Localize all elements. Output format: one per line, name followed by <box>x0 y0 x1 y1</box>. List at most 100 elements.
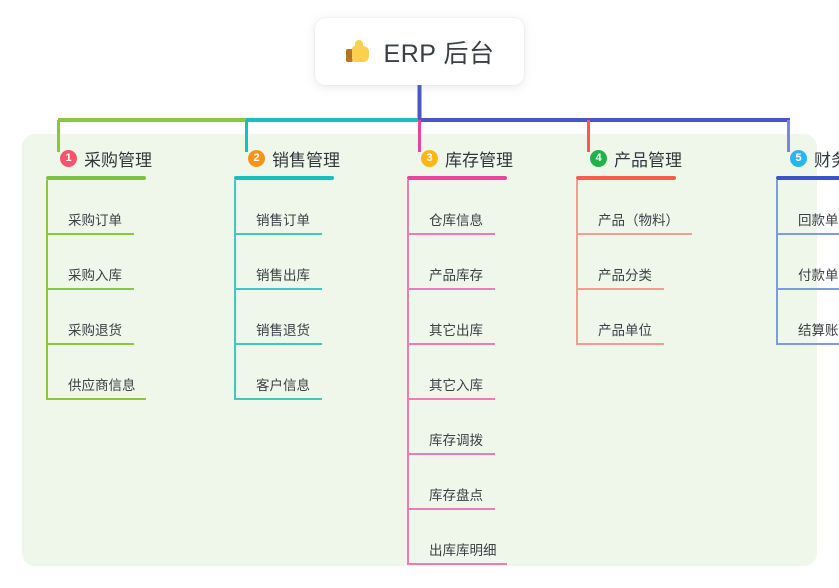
leaf-label: 销售订单 <box>256 213 310 228</box>
branches-panel <box>22 134 817 566</box>
leaf-label: 采购退货 <box>68 323 122 338</box>
leaf-label: 供应商信息 <box>68 378 136 393</box>
leaf-label: 回款单 <box>798 213 839 228</box>
branch-title: 财务管理 <box>814 150 839 170</box>
leaf-rule <box>407 343 495 345</box>
branch-title: 库存管理 <box>445 150 513 170</box>
thumbs-up-icon <box>345 38 373 66</box>
branch-leaf-list: 采购订单采购入库采购退货供应商信息 <box>46 180 152 400</box>
branch-leaf-list: 回款单付款单结算账户 <box>776 180 839 345</box>
branch-header-rule <box>46 176 146 180</box>
branch-leaf-list: 产品（物料） 产品分类产品单位 <box>576 180 692 345</box>
leaf-label: 产品（物料） <box>598 213 679 228</box>
leaf-node[interactable]: 销售退货 <box>234 290 340 345</box>
leaf-label: 结算账户 <box>798 323 839 338</box>
leaf-rule <box>234 233 322 235</box>
leaf-node[interactable]: 产品分类 <box>576 235 682 290</box>
branch-spine <box>776 180 778 345</box>
branch-header-4[interactable]: 4 产品管理 <box>576 146 682 170</box>
leaf-node[interactable]: 出库库明细 <box>407 510 513 565</box>
branch-header-5[interactable]: 5 财务管理 <box>776 146 839 170</box>
leaf-label: 库存调拨 <box>429 433 483 448</box>
branch-number-badge: 3 <box>421 149 438 167</box>
leaf-rule <box>576 343 664 345</box>
branch-header-rule <box>234 176 334 180</box>
leaf-node[interactable]: 销售订单 <box>234 180 340 235</box>
leaf-label: 库存盘点 <box>429 488 483 503</box>
leaf-rule <box>234 398 322 400</box>
branch-header-rule <box>776 176 839 180</box>
leaf-label: 采购订单 <box>68 213 122 228</box>
leaf-node[interactable]: 采购订单 <box>46 180 152 235</box>
leaf-rule <box>776 288 839 290</box>
branch-header-rule <box>407 176 507 180</box>
leaf-node[interactable]: 回款单 <box>776 180 839 235</box>
branch-number-badge: 5 <box>790 149 807 167</box>
leaf-rule <box>776 343 839 345</box>
leaf-rule <box>407 398 495 400</box>
leaf-node[interactable]: 客户信息 <box>234 345 340 400</box>
branch-spine <box>234 180 236 400</box>
leaf-node[interactable]: 库存盘点 <box>407 455 513 510</box>
leaf-node[interactable]: 库存调拨 <box>407 400 513 455</box>
branch-number-badge: 4 <box>590 149 607 167</box>
branch-column-1: 1 采购管理采购订单采购入库采购退货供应商信息 <box>46 146 152 400</box>
leaf-label: 出库库明细 <box>429 543 497 558</box>
branch-number-badge: 1 <box>60 149 77 167</box>
branch-leaf-list: 仓库信息产品库存其它出库其它入库库存调拨库存盘点出库库明细 <box>407 180 513 565</box>
branch-header-2[interactable]: 2 销售管理 <box>234 146 340 170</box>
leaf-rule <box>776 233 839 235</box>
leaf-label: 销售退货 <box>256 323 310 338</box>
branch-spine <box>46 180 48 400</box>
leaf-node[interactable]: 采购入库 <box>46 235 152 290</box>
leaf-node[interactable]: 结算账户 <box>776 290 839 345</box>
leaf-label: 付款单 <box>798 268 839 283</box>
branch-spine <box>576 180 578 345</box>
root-node[interactable]: ERP 后台 <box>315 18 524 85</box>
branch-column-3: 3 库存管理仓库信息产品库存其它出库其它入库库存调拨库存盘点出库库明细 <box>407 146 513 565</box>
branch-column-5: 5 财务管理回款单付款单结算账户 <box>776 146 839 345</box>
leaf-label: 产品分类 <box>598 268 652 283</box>
leaf-label: 产品单位 <box>598 323 652 338</box>
leaf-label: 采购入库 <box>68 268 122 283</box>
leaf-label: 其它出库 <box>429 323 483 338</box>
leaf-rule <box>234 343 322 345</box>
root-title: ERP 后台 <box>383 39 495 68</box>
leaf-rule <box>407 233 495 235</box>
leaf-label: 其它入库 <box>429 378 483 393</box>
leaf-rule <box>407 453 495 455</box>
branch-header-1[interactable]: 1 采购管理 <box>46 146 152 170</box>
leaf-label: 仓库信息 <box>429 213 483 228</box>
leaf-rule <box>46 288 134 290</box>
leaf-rule <box>46 343 134 345</box>
branch-number-badge: 2 <box>248 149 265 167</box>
leaf-rule <box>234 288 322 290</box>
leaf-label: 销售出库 <box>256 268 310 283</box>
leaf-node[interactable]: 销售出库 <box>234 235 340 290</box>
branch-header-3[interactable]: 3 库存管理 <box>407 146 513 170</box>
leaf-node[interactable]: 其它入库 <box>407 345 513 400</box>
leaf-rule <box>46 398 146 400</box>
branch-spine <box>407 180 409 565</box>
branch-title: 产品管理 <box>614 150 682 170</box>
leaf-node[interactable]: 付款单 <box>776 235 839 290</box>
leaf-rule <box>576 288 664 290</box>
leaf-node[interactable]: 仓库信息 <box>407 180 513 235</box>
leaf-node[interactable]: 产品库存 <box>407 235 513 290</box>
branch-title: 采购管理 <box>84 150 152 170</box>
leaf-node[interactable]: 其它出库 <box>407 290 513 345</box>
leaf-rule <box>407 288 495 290</box>
leaf-node[interactable]: 采购退货 <box>46 290 152 345</box>
branch-title: 销售管理 <box>272 150 340 170</box>
leaf-node[interactable]: 产品单位 <box>576 290 682 345</box>
branch-column-2: 2 销售管理销售订单销售出库销售退货客户信息 <box>234 146 340 400</box>
branch-column-4: 4 产品管理产品（物料） 产品分类产品单位 <box>576 146 692 345</box>
leaf-label: 客户信息 <box>256 378 310 393</box>
leaf-label: 产品库存 <box>429 268 483 283</box>
leaf-rule <box>46 233 134 235</box>
leaf-rule <box>576 233 692 235</box>
leaf-node[interactable]: 产品（物料） <box>576 180 692 235</box>
leaf-node[interactable]: 供应商信息 <box>46 345 152 400</box>
branch-leaf-list: 销售订单销售出库销售退货客户信息 <box>234 180 340 400</box>
